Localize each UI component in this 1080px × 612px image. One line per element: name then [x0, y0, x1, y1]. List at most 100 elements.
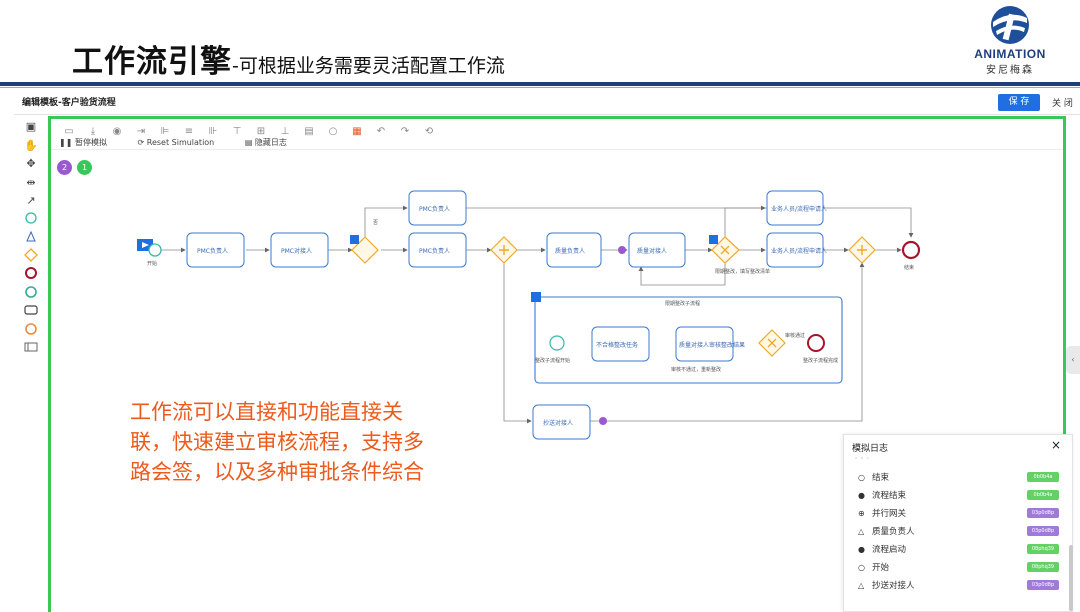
panel-toggle-icon[interactable]: ▣ [25, 120, 37, 133]
intermediate-event-icon[interactable] [22, 285, 40, 303]
slide-title-main: 工作流引擎 [72, 44, 232, 80]
log-row-label: 结束 [872, 473, 890, 483]
log-row-label: 开始 [872, 563, 890, 573]
task-quality-review-label: 质量对接人审核整改结果 [679, 341, 745, 349]
simulation-log-panel: 模拟日志 × ⌃ ⌃ ⌃ ○ 结束 0b0b4a ● 流程结束 0b0b4a ⊕并行网关… [843, 434, 1073, 612]
task-biz-apply-2[interactable] [766, 232, 824, 268]
title-rule [0, 82, 1080, 86]
task-biz-apply[interactable] [766, 190, 824, 226]
align-top-icon[interactable]: ⊤ [232, 126, 242, 137]
task-quality-handler[interactable] [628, 232, 686, 268]
close-button[interactable]: 关 闭 [1052, 99, 1073, 109]
pool-icon[interactable] [22, 340, 40, 358]
hide-log-button[interactable]: ▤ 隐藏日志 [244, 138, 287, 147]
task-pmc-top[interactable] [408, 190, 467, 226]
task-quality-owner-label: 质量负责人 [555, 247, 585, 255]
log-truncated-row: ⌃ ⌃ ⌃ [854, 457, 870, 463]
log-row-label: 质量负责人 [872, 527, 915, 537]
task-rectify[interactable] [591, 326, 650, 362]
save-button[interactable]: 保 存 [998, 94, 1040, 111]
check-circle-icon: ● [858, 491, 865, 500]
task-pmc-mid-label: PMC负责人 [419, 247, 450, 255]
start-event-icon[interactable] [22, 211, 40, 229]
log-row-tag: 0b0b4a [1027, 472, 1059, 482]
simulation-controls: ❚❚ 暂停模拟 ⟳ Reset Simulation ▤ 隐藏日志 [59, 137, 315, 148]
task-biz-apply-label: 业务人员/流程申请人 [771, 205, 827, 213]
align-bottom-icon[interactable]: ⊥ [280, 126, 290, 137]
export-icon[interactable]: ⇥ [136, 126, 146, 137]
task-icon[interactable] [22, 303, 40, 321]
end-event[interactable] [901, 240, 921, 260]
subprocess-start-label: 整改子流程开始 [535, 357, 570, 364]
canvas-toolbar: ▭ ⤓ ◉ ⇥ ⊫ ≡ ⊪ ⊤ ⊞ ⊥ ▤ ○ ▦ ↶ ↷ ⟲ [57, 119, 517, 137]
start-event[interactable] [148, 243, 162, 257]
end-event-icon[interactable] [22, 266, 40, 284]
close-icon[interactable]: × [1050, 438, 1062, 452]
gateway-icon[interactable] [22, 247, 40, 266]
redo-icon[interactable]: ↷ [400, 126, 410, 137]
user-task-icon[interactable] [22, 229, 40, 247]
title-rule-thin [0, 87, 1080, 88]
edge-label-not-pass: 审核不通过，重新整改 [671, 366, 721, 373]
tool-palette: ▣ ✋ ✥ ⇹ ↗ [22, 118, 44, 359]
align-middle-icon[interactable]: ⊞ [256, 126, 266, 137]
check-circle-icon: ● [858, 545, 865, 554]
task-biz-apply-2-label: 业务人员/流程申请人 [771, 247, 827, 255]
pause-simulation-label: 暂停模拟 [74, 138, 107, 147]
pause-simulation-button[interactable]: ❚❚ 暂停模拟 [59, 138, 107, 147]
task-pmc-handler[interactable] [270, 232, 329, 268]
gateway-marker-icon [350, 235, 359, 244]
task-pmc-top-label: PMC负责人 [419, 205, 450, 213]
align-left-icon[interactable]: ⊫ [160, 126, 170, 137]
reset-icon[interactable]: ⟲ [424, 126, 434, 137]
align-center-icon[interactable]: ≡ [184, 126, 194, 137]
logo-text-cn: 安尼梅森 [986, 65, 1034, 76]
active-count-badge: 1 [77, 160, 92, 175]
task-quality-review[interactable] [675, 326, 734, 362]
subprocess-icon[interactable] [22, 322, 40, 340]
align-right-icon[interactable]: ⊪ [208, 126, 218, 137]
edge-label-deadline: 限期整改，填写整改清单 [715, 268, 770, 275]
user-task-icon: △ [858, 581, 865, 590]
task-follow-handler[interactable] [532, 404, 591, 440]
log-scrollbar[interactable] [1069, 545, 1073, 611]
map-icon[interactable]: ▦ [352, 126, 362, 137]
folder-icon[interactable]: ▭ [64, 126, 74, 137]
task-pmc-owner[interactable] [186, 232, 245, 268]
log-row: ○ 结束 0b0b4a [858, 471, 1059, 485]
slide-title: 工作流引擎-可根据业务需要灵活配置工作流 [72, 36, 505, 81]
task-follow-handler-label: 抄送对接人 [543, 419, 573, 427]
undo-icon[interactable]: ↶ [376, 126, 386, 137]
log-row-label: 流程结束 [872, 491, 907, 501]
move-icon[interactable]: ✥ [26, 157, 36, 170]
task-quality-owner[interactable] [546, 232, 602, 268]
company-logo: ANIMATION 安尼梅森 [960, 4, 1060, 82]
token-count-badge: 2 [57, 160, 72, 175]
download-icon[interactable]: ⤓ [90, 126, 96, 137]
split-icon[interactable]: ⇹ [26, 175, 36, 189]
log-row: ● 流程结束 0b0b4a [858, 489, 1059, 503]
log-row-tag: 0b0b4a [1027, 490, 1059, 500]
end-event-icon: ○ [858, 473, 865, 482]
edge-label-no: 否 [373, 220, 378, 226]
gateway-marker-icon-2 [709, 235, 718, 244]
edge-label-pass: 审核通过 [785, 332, 805, 339]
subprocess-end-event[interactable] [807, 334, 825, 352]
properties-panel-toggle[interactable]: ‹ [1066, 346, 1080, 374]
user-task-icon: △ [858, 527, 865, 536]
logo-text: ANIMATION [974, 47, 1046, 61]
reset-simulation-button[interactable]: ⟳ Reset Simulation [137, 138, 215, 147]
eye-icon[interactable]: ◉ [112, 126, 122, 137]
distribute-v-icon[interactable]: ○ [328, 126, 338, 137]
arrow-icon[interactable]: ↗ [26, 194, 36, 207]
task-pmc-mid[interactable] [408, 232, 467, 268]
diagram-canvas[interactable]: ▭ ⤓ ◉ ⇥ ⊫ ≡ ⊪ ⊤ ⊞ ⊥ ▤ ○ ▦ ↶ ↷ ⟲ ❚❚ 暂停模拟 ⟳ Reset Simulat… [48, 116, 1066, 612]
hand-icon[interactable]: ✋ [24, 138, 38, 152]
log-title: 模拟日志 [852, 444, 889, 454]
distribute-h-icon[interactable]: ▤ [304, 126, 314, 137]
subprocess-start-event[interactable] [549, 335, 565, 351]
